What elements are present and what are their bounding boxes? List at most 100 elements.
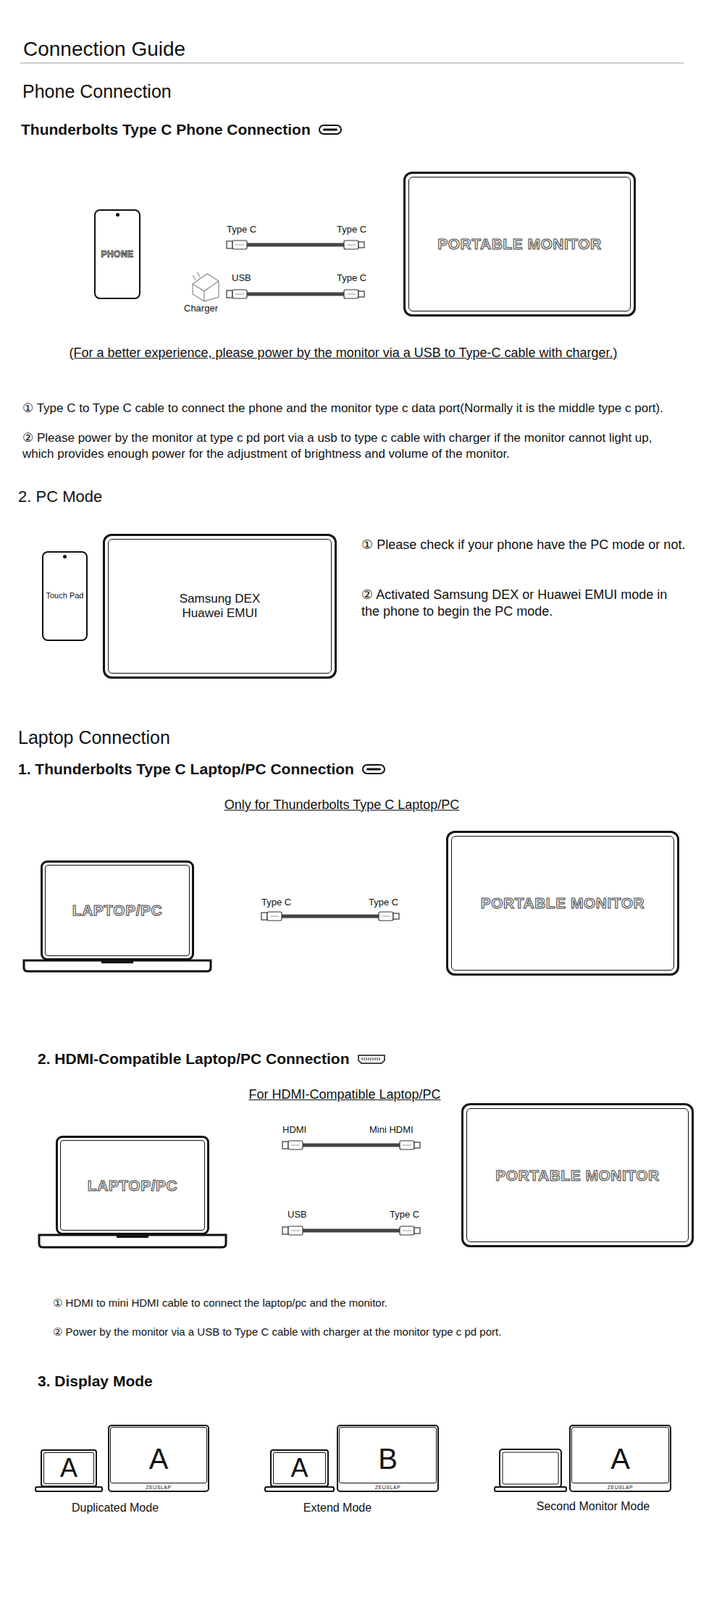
node-label: A	[290, 1451, 308, 1484]
typec-cable	[261, 911, 400, 921]
label-row: Type C	[389, 1208, 420, 1221]
label-text: ② Power by the monitor via a USB to Type…	[52, 1324, 502, 1339]
brand-label: ZEUSLAP	[145, 1483, 171, 1491]
phone-camera	[115, 212, 120, 217]
note-text: For HDMI-Compatible Laptop/PC	[248, 1086, 441, 1103]
label-text: ① Type C to Type C cable to connect the …	[22, 400, 664, 417]
label-row: Type C	[336, 272, 367, 285]
label-text: Duplicated Mode	[71, 1500, 159, 1516]
label-row: ① Type C to Type C cable to connect the …	[22, 400, 664, 417]
node-label: PORTABLE MONITOR	[480, 893, 646, 912]
section-heading: 2. HDMI-Compatible Laptop/PC Connection	[37, 1048, 350, 1069]
label-text: 2. PC Mode	[18, 486, 103, 508]
usb-cable	[226, 289, 365, 299]
label-text: ② Activated Samsung DEX or Huawei EMUI m…	[361, 586, 673, 621]
phone-outline: Touch Pad	[42, 551, 88, 641]
node-label: A	[60, 1451, 78, 1484]
label-text: Type C	[336, 223, 367, 237]
blank-laptop-screen	[499, 1449, 562, 1487]
laptop-screen: A	[270, 1449, 329, 1487]
label-text: Type C	[226, 223, 257, 237]
brand-label: ZEUSLAP	[375, 1483, 401, 1491]
page-title: Connection Guide	[23, 36, 186, 63]
node-label: Touch Pad	[46, 590, 85, 601]
label-text: Type C	[261, 896, 292, 909]
label-row: Extend Mode	[303, 1500, 372, 1516]
monitor-box: PORTABLE MONITOR	[446, 830, 680, 976]
label-row: Type C	[261, 896, 292, 909]
node-label: B	[378, 1441, 398, 1476]
monitor-box: AZEUSLAP	[107, 1424, 210, 1492]
monitor-box: B ZEUSLAP	[336, 1424, 439, 1492]
label-row: (For a better experience, please power b…	[68, 344, 617, 362]
label-row: ② Power by the monitor via a USB to Type…	[52, 1324, 502, 1339]
charger-icon	[192, 272, 219, 302]
hdmi-port-icon	[357, 1052, 386, 1065]
phone-outline: PHONE	[94, 209, 141, 300]
label-text: ① Please check if your phone have the PC…	[361, 536, 686, 554]
label-row: Type C	[226, 223, 257, 237]
label-row: Type C	[368, 896, 399, 909]
phone-camera	[63, 554, 67, 559]
label-text: Second Monitor Mode	[536, 1499, 651, 1515]
label-text: Type C	[336, 272, 367, 285]
label-row: ② Activated Samsung DEX or Huawei EMUI m…	[361, 586, 673, 621]
label-row: 3. Display Mode	[37, 1370, 153, 1391]
node-label: A	[610, 1441, 631, 1476]
monitor-box: Samsung DEX Huawei EMUI	[102, 533, 337, 679]
hdmi-cable	[282, 1140, 421, 1150]
label-text: USB	[287, 1208, 308, 1221]
note-text: Only for Thunderbolts Type C Laptop/PC	[224, 796, 460, 814]
node-label: PORTABLE MONITOR	[495, 1165, 660, 1185]
node-label: Samsung DEX Huawei EMUI	[174, 591, 266, 622]
node-label: LAPTOP/PC	[72, 900, 163, 919]
label-text: ① HDMI to mini HDMI cable to connect the…	[52, 1295, 388, 1311]
label-row: 2. HDMI-Compatible Laptop/PC Connection	[37, 1048, 386, 1069]
section-heading: Thunderbolts Type C Phone Connection	[21, 119, 311, 140]
label-text: Type C	[389, 1208, 420, 1221]
label-row: HDMI	[282, 1123, 307, 1137]
brand-label: ZEUSLAP	[607, 1483, 633, 1491]
node-label: PORTABLE MONITOR	[437, 234, 602, 253]
label-row: Only for Thunderbolts Type C Laptop/PC	[224, 796, 460, 814]
label-text: Charger	[183, 302, 218, 316]
label-text: HDMI	[282, 1123, 307, 1137]
label-row: For HDMI-Compatible Laptop/PC	[248, 1086, 441, 1103]
monitor-box: PORTABLE MONITOR	[403, 171, 636, 317]
label-text: Type C	[368, 896, 399, 909]
label-row: Charger	[183, 302, 218, 316]
node-label: LAPTOP/PC	[87, 1176, 178, 1195]
laptop-base	[23, 960, 226, 1248]
label-row: 2. PC Mode	[18, 486, 103, 508]
label-text: USB	[231, 272, 252, 285]
blank-laptop-screen	[502, 1451, 559, 1484]
label-row: USB	[287, 1208, 308, 1221]
label-row: 1. Thunderbolts Type C Laptop/PC Connect…	[18, 758, 386, 779]
label-row: Duplicated Mode	[71, 1500, 159, 1516]
laptop-screen: LAPTOP/PC	[40, 860, 195, 961]
label-text: Extend Mode	[303, 1500, 372, 1516]
typec-cable	[226, 240, 365, 250]
label-row: Laptop Connection	[18, 725, 171, 750]
label-row: Phone Connection	[22, 79, 172, 104]
section-heading: 3. Display Mode	[37, 1370, 153, 1391]
label-text: Phone Connection	[22, 79, 172, 104]
note-text: (For a better experience, please power b…	[68, 344, 617, 362]
label-row: Second Monitor Mode	[536, 1499, 651, 1515]
laptop-screen: LAPTOP/PC	[55, 1135, 210, 1235]
laptop-screen: A	[40, 1449, 98, 1487]
label-text: ② Please power by the monitor at type c …	[22, 430, 682, 463]
typec-port-icon	[317, 123, 343, 136]
label-row: USB	[231, 272, 252, 285]
title-rule	[20, 62, 684, 64]
label-row: ② Please power by the monitor at type c …	[22, 430, 682, 463]
usb-cable	[282, 1226, 421, 1235]
label-row: Thunderbolts Type C Phone Connection	[21, 119, 343, 140]
label-text: Laptop Connection	[18, 725, 171, 750]
section-heading: 1. Thunderbolts Type C Laptop/PC Connect…	[18, 758, 355, 779]
typec-port-icon	[361, 763, 386, 775]
label-text: Mini HDMI	[369, 1123, 414, 1137]
label-row: ① Please check if your phone have the PC…	[361, 536, 688, 554]
node-label: PHONE	[100, 249, 134, 260]
